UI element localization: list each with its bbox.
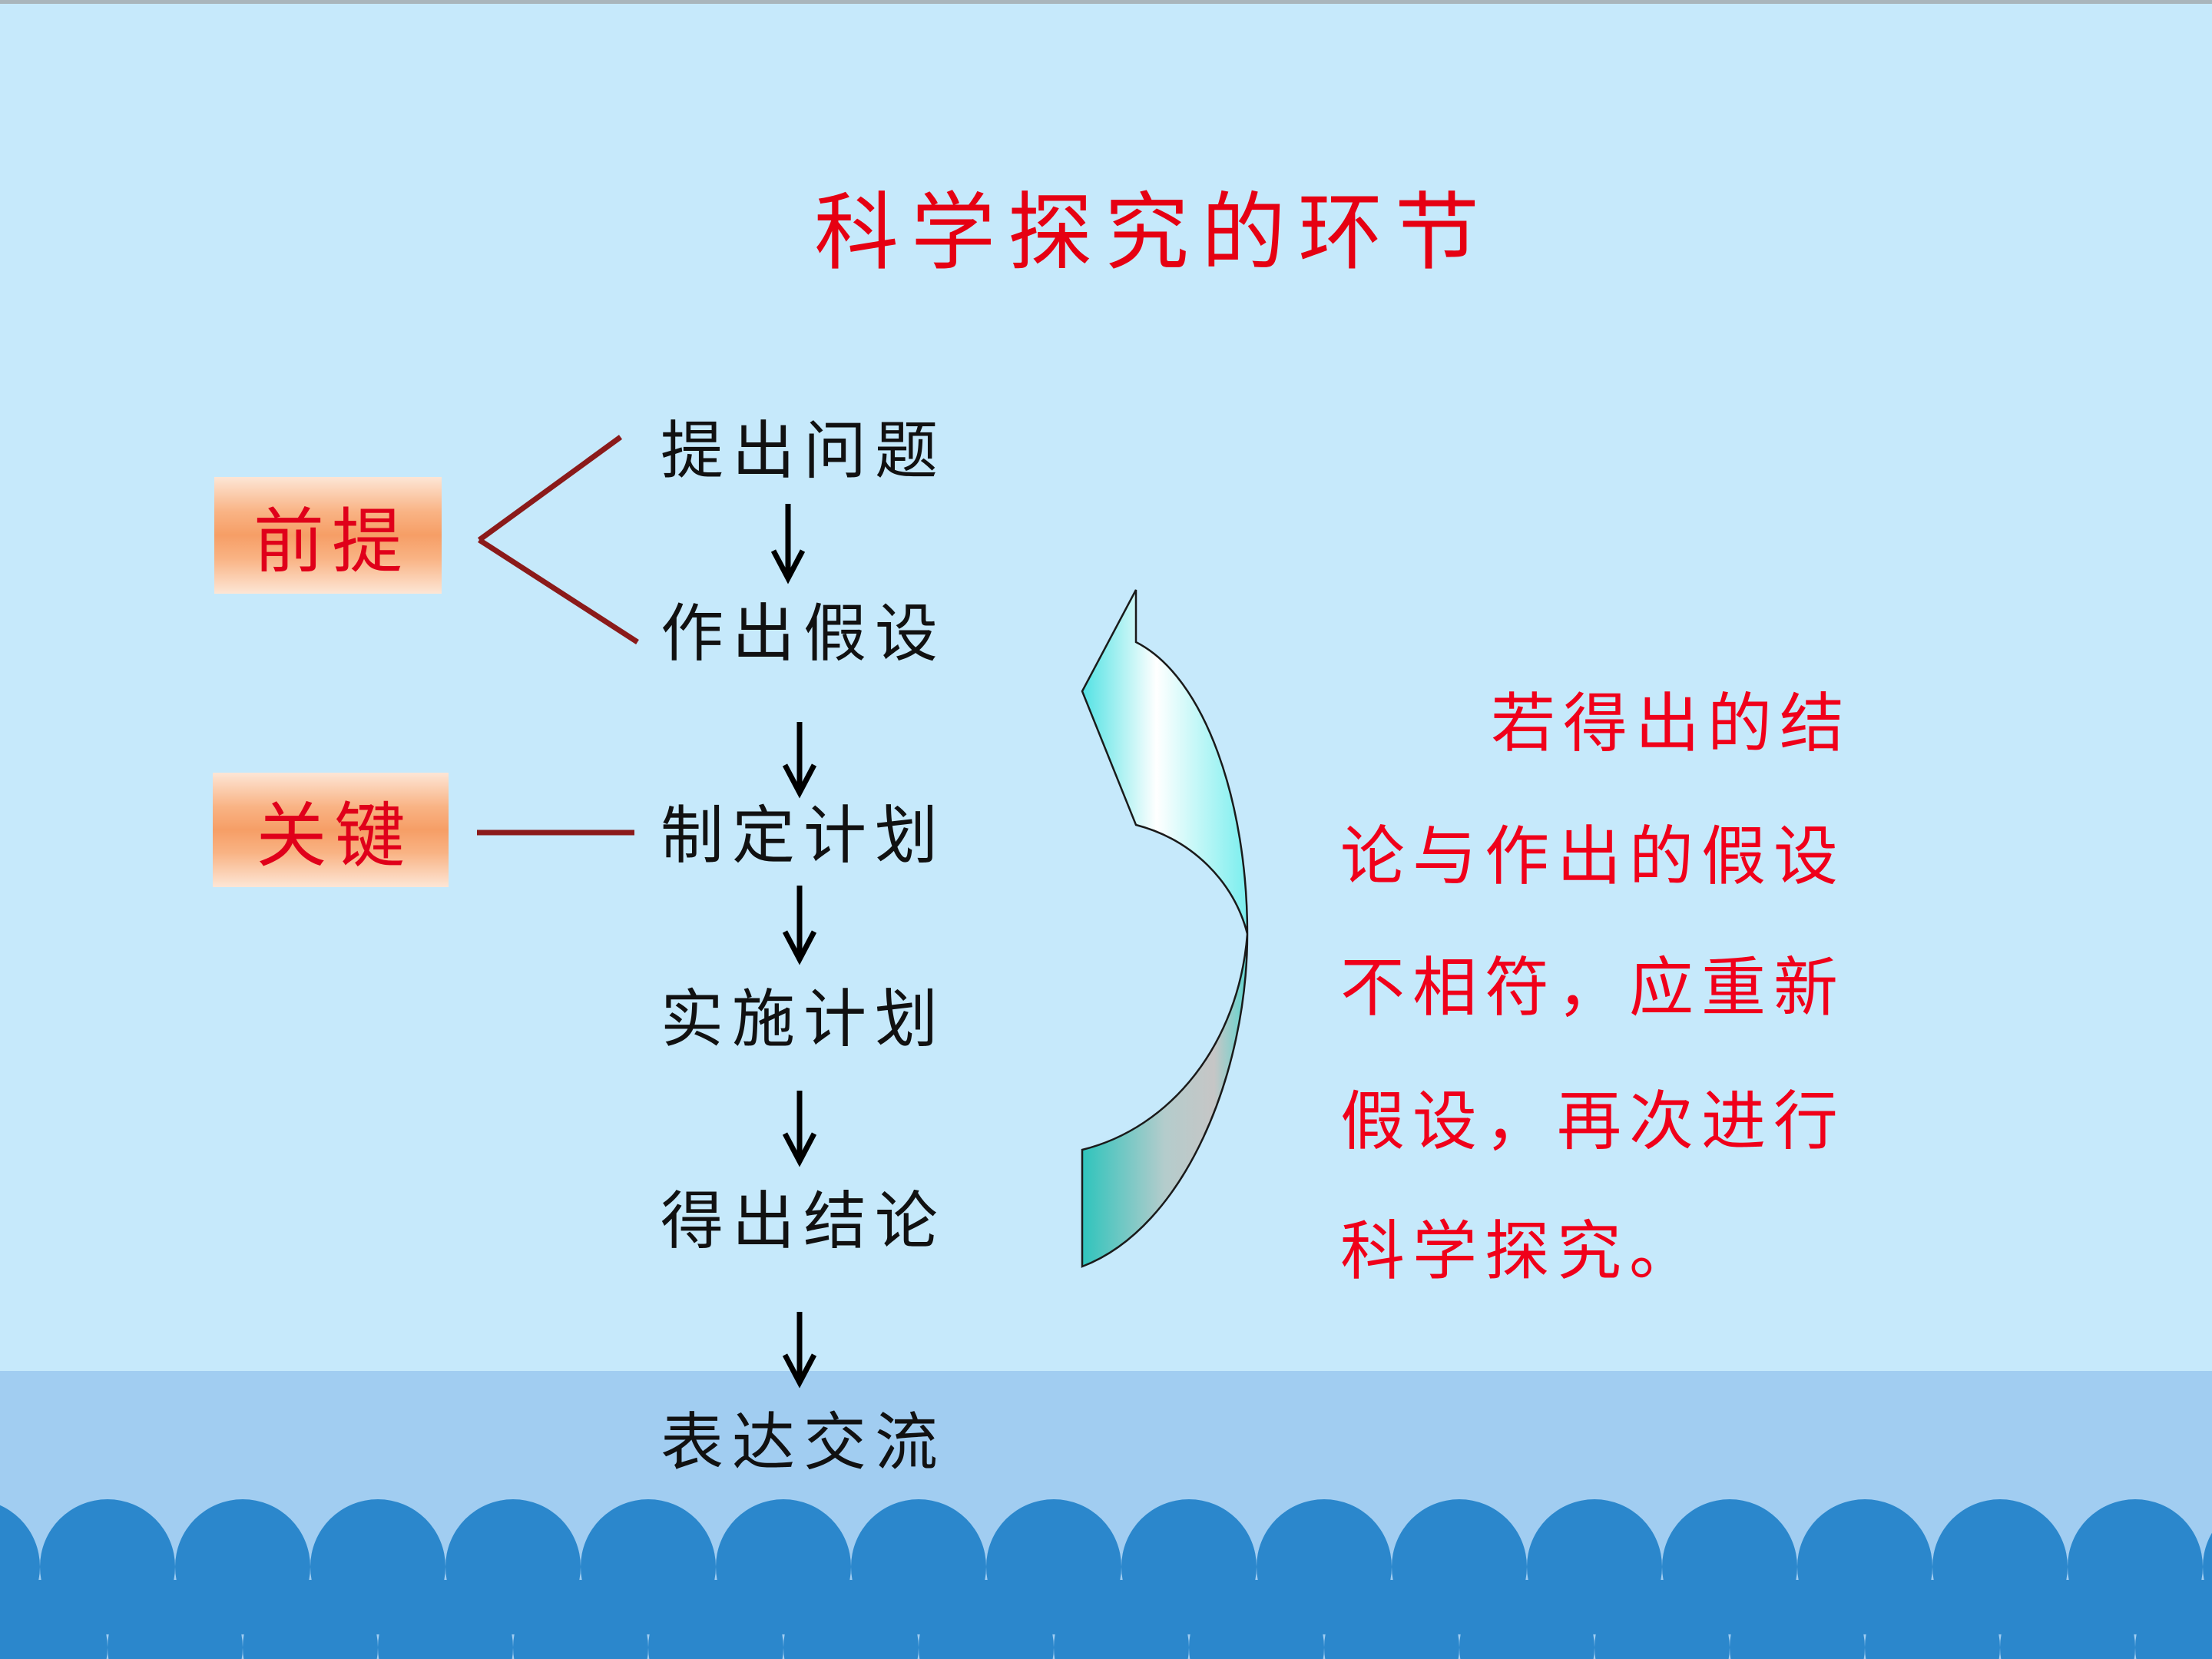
loop-back-arrow (1081, 589, 1249, 1268)
flow-arrow-1 (770, 504, 806, 584)
note-line-4: 假设，再次进行 (1340, 1084, 1846, 1159)
note-line-2: 论与作出的假设 (1340, 819, 1846, 894)
step-make-hypothesis: 作出假设 (661, 598, 947, 671)
key-label-box: 关键 (213, 773, 449, 887)
step-communicate: 表达交流 (661, 1406, 947, 1479)
top-border (0, 0, 2212, 4)
flow-arrow-5 (782, 1312, 817, 1389)
loop-back-arrow-head (1081, 589, 1249, 935)
note-line-3: 不相符，应重新 (1340, 950, 1846, 1025)
wave-pattern (0, 1499, 2212, 1659)
flow-arrow-4 (782, 1091, 817, 1167)
flow-arrow-2 (782, 722, 817, 799)
step-draw-conclusion: 得出结论 (661, 1185, 947, 1258)
flow-arrow-3 (782, 886, 817, 965)
note-line-5: 科学探究。 (1340, 1214, 1702, 1289)
step-ask-question: 提出问题 (661, 415, 947, 488)
slide-title: 科学探究的环节 (814, 184, 1492, 282)
key-label: 关键 (256, 795, 413, 877)
step-execute-plan: 实施计划 (661, 983, 947, 1056)
premise-label: 前提 (253, 500, 410, 583)
connector-premise-lower (478, 538, 639, 644)
step-make-plan: 制定计划 (661, 800, 947, 873)
premise-label-box: 前提 (214, 477, 442, 594)
connector-premise-upper (477, 435, 623, 542)
note-line-1: 若得出的结 (1491, 686, 1853, 761)
loop-back-arrow-tail (1081, 933, 1249, 1268)
